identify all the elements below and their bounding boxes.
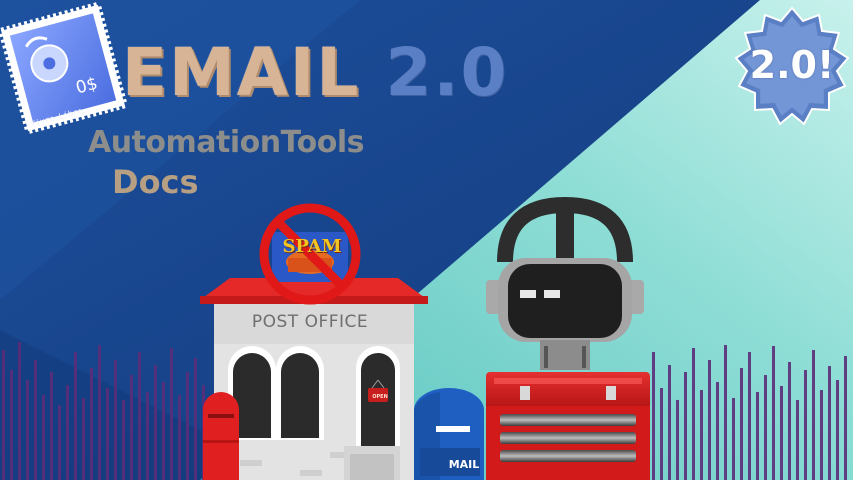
- no-spam-icon: [259, 203, 361, 305]
- spam-label: SPAM: [282, 236, 342, 257]
- postage-stamp-icon: [0, 1, 129, 135]
- starburst-badge-icon: [734, 6, 850, 126]
- vr-robot-icon: [486, 196, 644, 370]
- audio-bars-right: [652, 345, 847, 480]
- title-word-email: EMAIL: [122, 34, 361, 111]
- post-office-sign: POST OFFICE: [251, 312, 369, 332]
- mailbox-icon: [414, 388, 484, 480]
- red-mailbox-icon: [203, 392, 239, 480]
- mailbox-label: MAIL: [448, 458, 480, 471]
- badge-label: 2.0!: [749, 43, 835, 87]
- subtitle-docs: Docs: [112, 163, 199, 201]
- audio-bars-left: [2, 342, 205, 480]
- toolbox-icon: [486, 372, 650, 480]
- main-title: EMAIL 2.0: [122, 40, 508, 106]
- open-sign: OPEN: [372, 394, 388, 400]
- post-office-icon: [200, 278, 428, 480]
- title-word-version: 2.0: [385, 34, 509, 111]
- subtitle-automation-tools: AutomationTools: [88, 125, 364, 160]
